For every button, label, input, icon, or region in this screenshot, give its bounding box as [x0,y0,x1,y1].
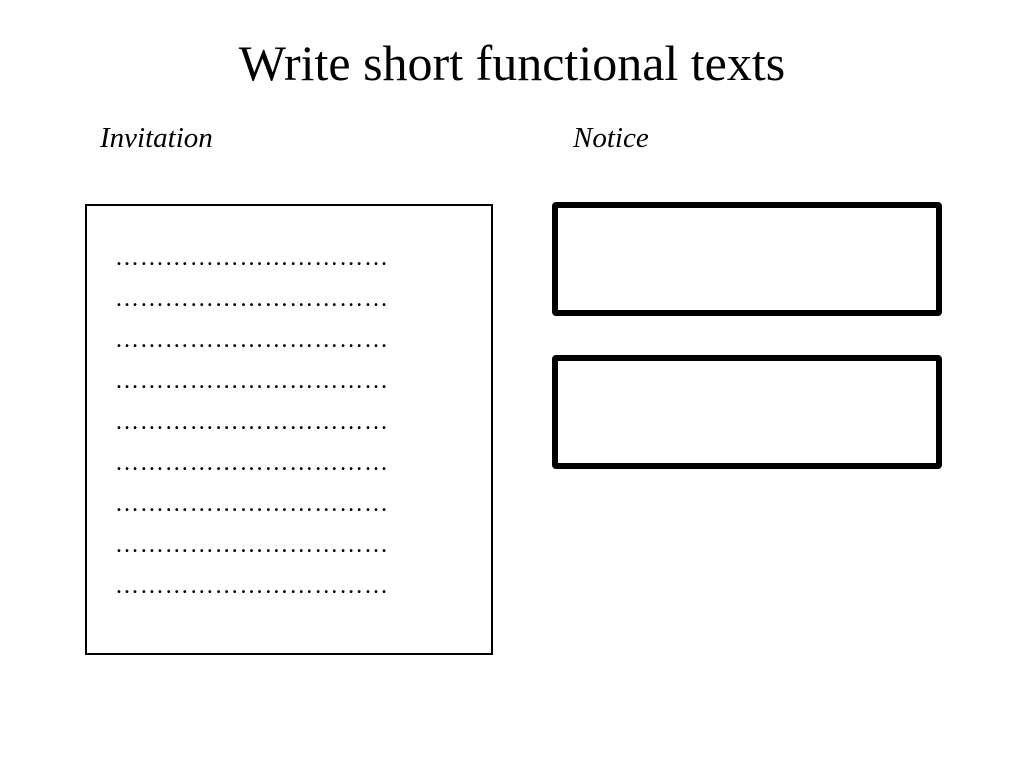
dotted-line: …………………………… [115,491,389,517]
dotted-line: …………………………… [115,450,389,476]
invitation-label: Invitation [100,122,213,154]
dotted-line: …………………………… [115,368,389,394]
dotted-line: …………………………… [115,245,389,271]
dotted-line: …………………………… [115,409,389,435]
invitation-box: …………………………… …………………………… …………………………… …………… [85,204,493,655]
notice-label: Notice [573,122,649,154]
invitation-dotted-lines: …………………………… …………………………… …………………………… …………… [115,246,389,615]
slide-title: Write short functional texts [238,35,786,91]
notice-box-top [552,202,942,316]
dotted-line: …………………………… [115,532,389,558]
notice-box-bottom [552,355,942,469]
dotted-line: …………………………… [115,286,389,312]
dotted-line: …………………………… [115,573,389,599]
dotted-line: …………………………… [115,327,389,353]
